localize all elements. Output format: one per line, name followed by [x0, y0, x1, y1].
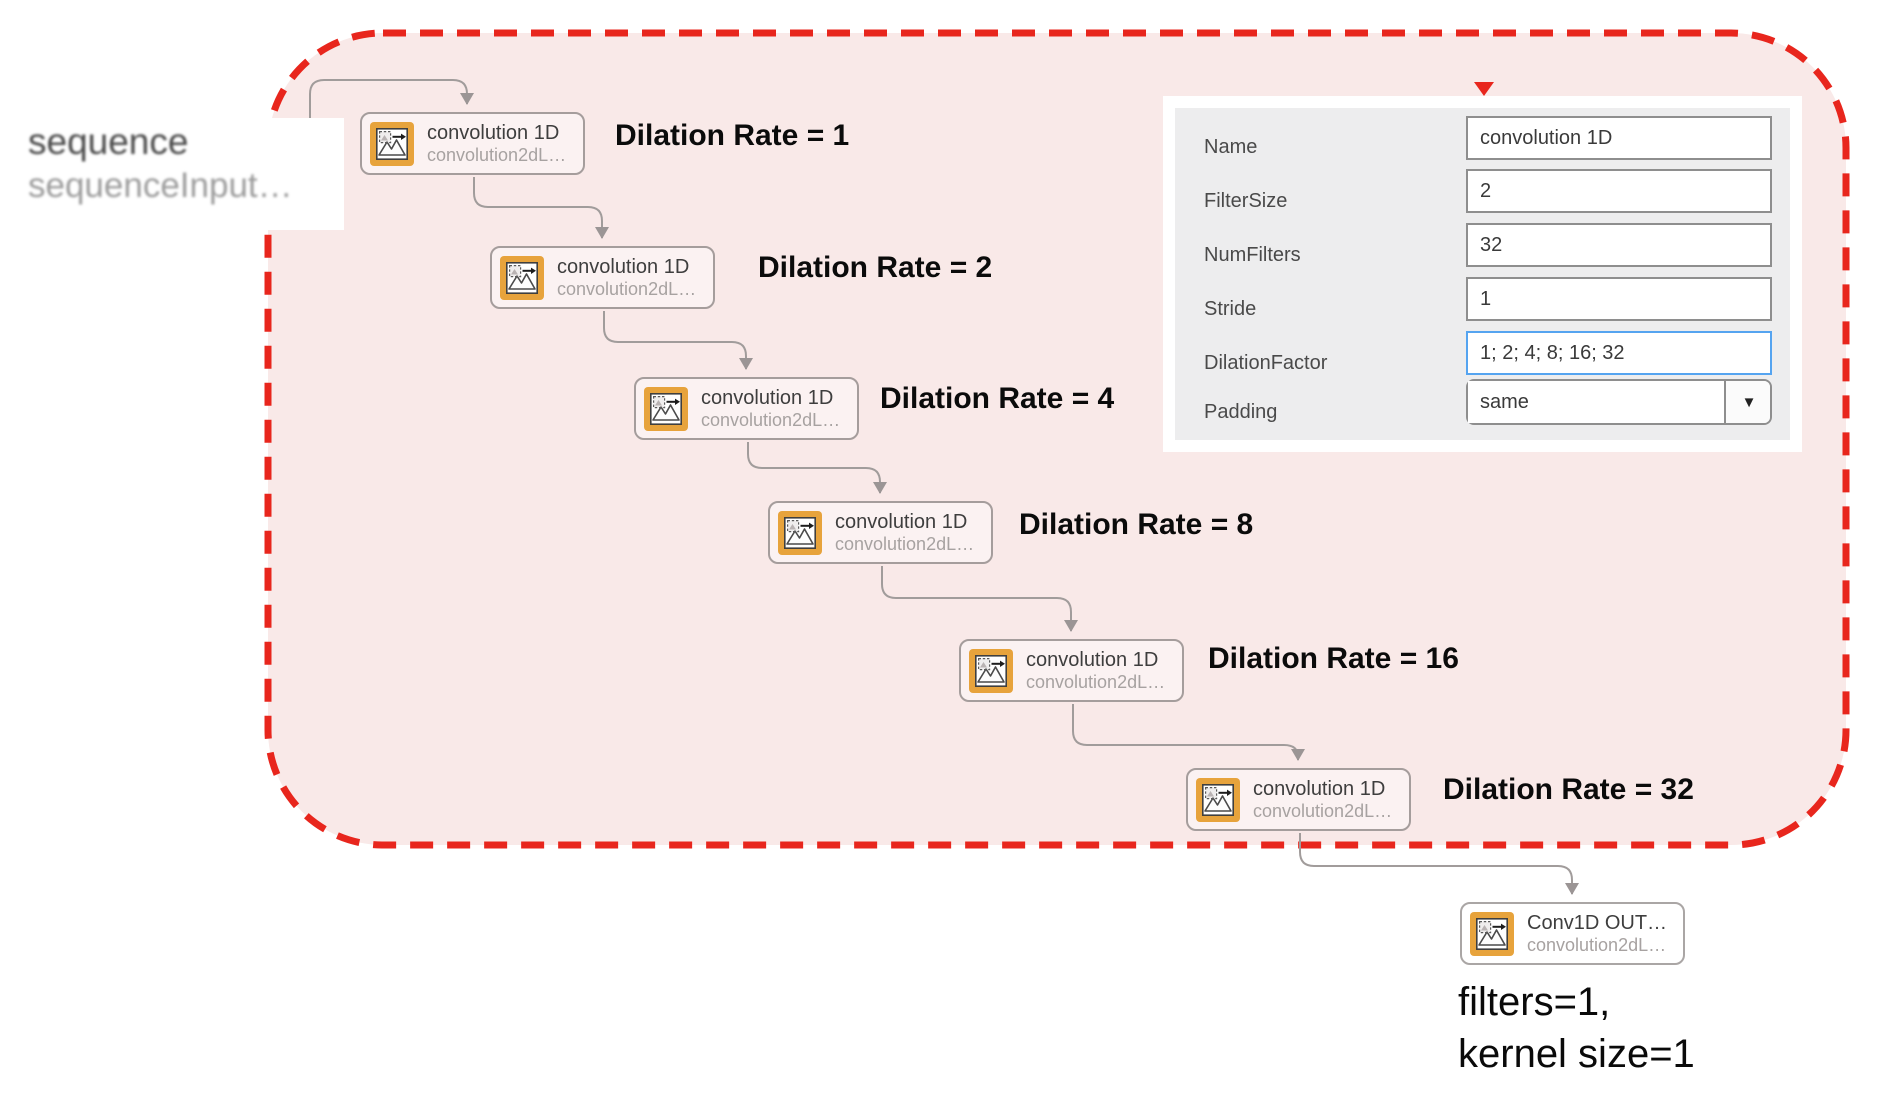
properties-panel: Name convolution 1D FilterSize 2 NumFilt… [1175, 108, 1790, 440]
connector-conv6-to-output [1299, 833, 1579, 895]
conv-layer-icon [1470, 911, 1514, 956]
conv-node-title: convolution 1D [427, 121, 560, 144]
field-label-stride: Stride [1204, 298, 1257, 320]
field-label-dilationfactor: DilationFactor [1204, 352, 1328, 374]
stride-input[interactable]: 1 [1466, 277, 1772, 321]
conv-node-title: convolution 1D [557, 255, 690, 278]
conv-node-title: convolution 1D [835, 510, 968, 533]
conv-node-title: convolution 1D [701, 386, 834, 409]
input-node-sequence[interactable]: sequence sequenceInput… [0, 118, 344, 230]
conv-node-title: convolution 1D [1253, 777, 1386, 800]
dilation-rate-label-4: Dilation Rate = 8 [1019, 508, 1254, 541]
conv-node-subtitle: convolution2dL… [1026, 671, 1166, 692]
input-node-subtitle: sequenceInput… [28, 166, 293, 205]
dilation-rate-label-1: Dilation Rate = 1 [615, 119, 850, 152]
field-label-numfilters: NumFilters [1204, 244, 1301, 266]
conv-layer-icon [778, 510, 822, 555]
filtersize-input[interactable]: 2 [1466, 169, 1772, 213]
conv-node-title: convolution 1D [1026, 648, 1159, 671]
connector-conv3-to-conv4 [747, 442, 887, 494]
field-label-padding: Padding [1204, 401, 1278, 423]
name-input[interactable]: convolution 1D [1466, 116, 1772, 160]
numfilters-input[interactable]: 32 [1466, 223, 1772, 267]
dilation-rate-label-3: Dilation Rate = 4 [880, 382, 1115, 415]
output-annotation: filters=1, kernel size=1 [1458, 976, 1695, 1080]
connector-conv2-to-conv3 [603, 311, 753, 370]
connector-conv1-to-conv2 [473, 177, 609, 239]
dilation-rate-label-5: Dilation Rate = 16 [1208, 642, 1459, 675]
conv-layer-icon [969, 648, 1013, 693]
conv-layer-icon [1196, 777, 1240, 822]
output-node-title: Conv1D OUT… [1527, 911, 1668, 934]
dilation-rate-label-6: Dilation Rate = 32 [1443, 773, 1694, 806]
conv-node-subtitle: convolution2dL… [557, 278, 697, 299]
output-node-subtitle: convolution2dL… [1527, 934, 1667, 955]
caret-down-icon[interactable]: ▼ [1728, 381, 1770, 423]
padding-dropdown-value[interactable]: same [1468, 381, 1726, 423]
conv-node-subtitle: convolution2dL… [835, 533, 975, 554]
conv-layer-icon [370, 121, 414, 166]
output-annotation-line2: kernel size=1 [1458, 1032, 1695, 1076]
conv-layer-icon [500, 255, 544, 300]
field-label-filtersize: FilterSize [1204, 190, 1288, 212]
conv-node-subtitle: convolution2dL… [1253, 800, 1393, 821]
connector-conv4-to-conv5 [881, 566, 1078, 632]
dilation-rate-label-2: Dilation Rate = 2 [758, 251, 993, 284]
conv-node-subtitle: convolution2dL… [701, 409, 841, 430]
conv-layer-icon [644, 386, 688, 431]
dilationfactor-input[interactable]: 1; 2; 4; 8; 16; 32 [1466, 331, 1772, 375]
input-node-text: sequence sequenceInput… [28, 120, 293, 208]
field-label-name: Name [1204, 136, 1258, 158]
connector-input-to-conv1 [309, 79, 474, 190]
padding-dropdown[interactable]: same ▼ [1466, 379, 1772, 425]
conv-node-subtitle: convolution2dL… [427, 144, 567, 165]
output-conv-node[interactable]: Conv1D OUT…convolution2dL… [1460, 902, 1685, 965]
connector-conv5-to-conv6 [1072, 704, 1305, 761]
input-node-title: sequence [28, 121, 189, 162]
red-triangle-down-icon [1474, 82, 1494, 96]
output-annotation-line1: filters=1, [1458, 980, 1611, 1024]
